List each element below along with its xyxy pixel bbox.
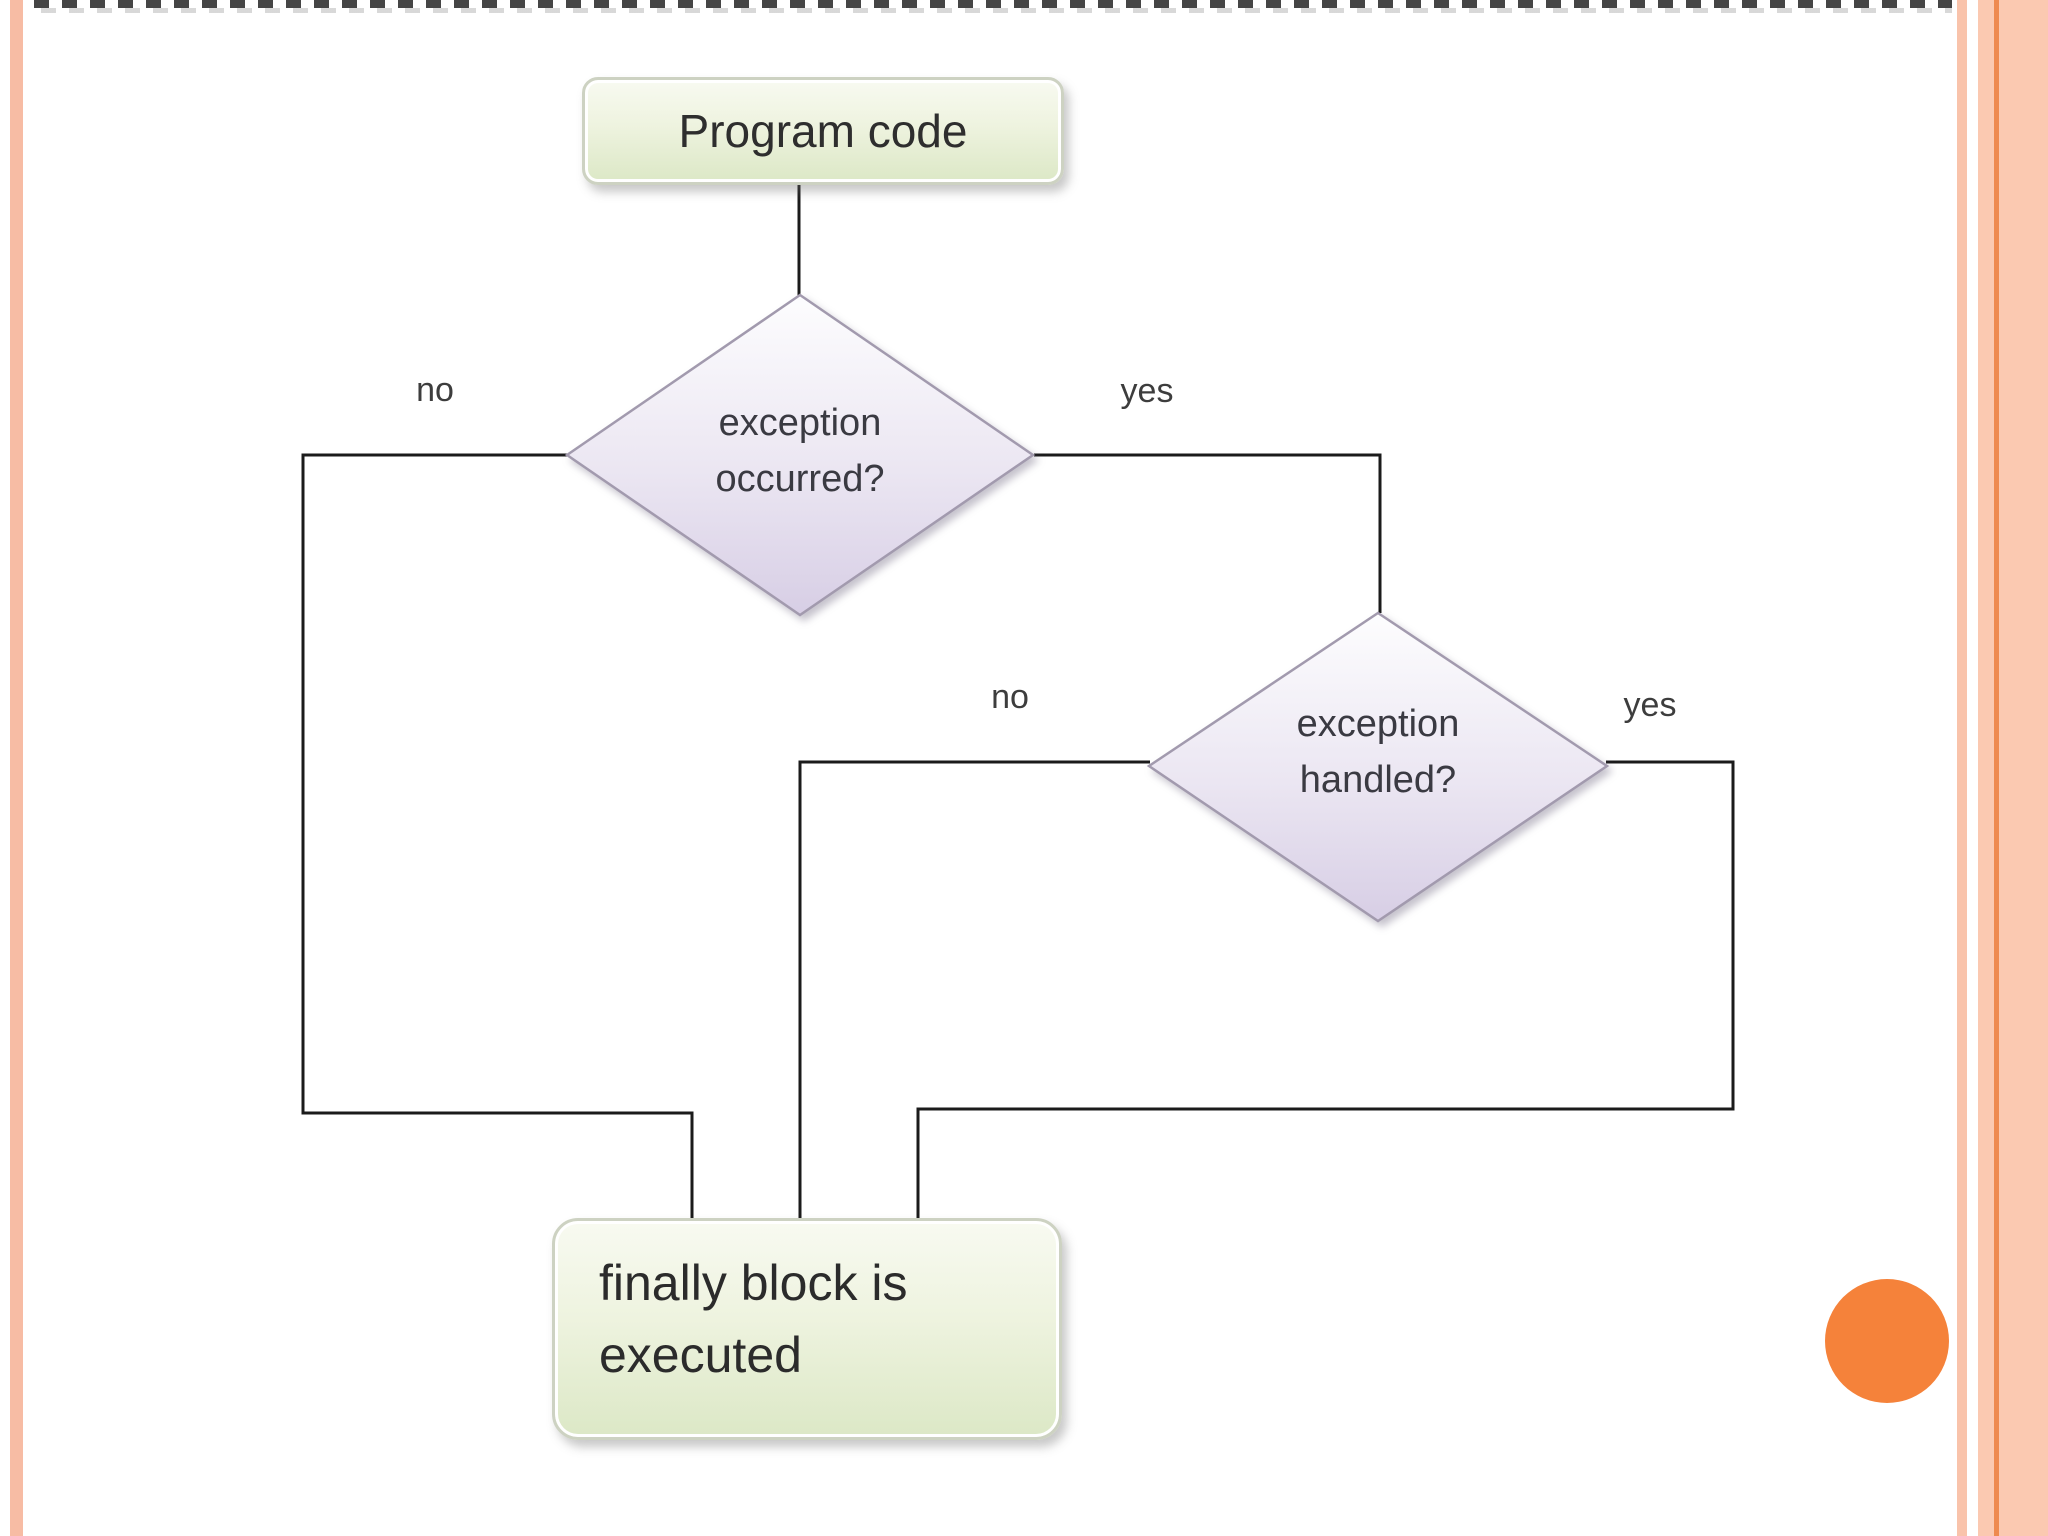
decision2-text: exception handled?	[1228, 696, 1528, 808]
right-accent-band	[1978, 0, 2048, 1536]
right-accent-stripe-thin	[1957, 0, 1967, 1536]
connector-decision2-no-to-finally	[798, 760, 1150, 1222]
right-accent-band-inner-line	[1994, 0, 1999, 1536]
top-dashed-border	[34, 0, 1952, 14]
left-accent-stripe	[10, 0, 23, 1536]
decision1-text-line1: exception	[718, 402, 882, 444]
decision2-no-label: no	[991, 677, 1029, 716]
start-box-program-code: Program code	[582, 77, 1064, 185]
end-box-text-line2: executed	[599, 1327, 802, 1383]
orange-accent-circle	[1825, 1279, 1949, 1403]
decision1-yes-label: yes	[1120, 371, 1174, 410]
end-box-text-line1: finally block is	[599, 1255, 908, 1311]
connector-decision1-yes-to-decision2	[1034, 453, 1382, 613]
connector-decision2-yes-to-finally	[916, 760, 1735, 1222]
decision1-text: exception occurred?	[650, 395, 950, 507]
decision1-text-line2: occurred?	[715, 458, 885, 500]
decision2-yes-label: yes	[1623, 685, 1677, 724]
decision2-text-line2: handled?	[1299, 759, 1457, 801]
decision1-no-label: no	[416, 370, 454, 409]
connector-decision1-no-to-finally	[301, 453, 694, 1222]
decision2-text-line1: exception	[1296, 703, 1460, 745]
end-box-finally-executed: finally block is executed	[552, 1218, 1062, 1440]
decision-diamond-exception-handled	[1146, 611, 1610, 923]
start-box-label: Program code	[678, 105, 968, 157]
decision-diamond-exception-occurred	[564, 293, 1036, 617]
